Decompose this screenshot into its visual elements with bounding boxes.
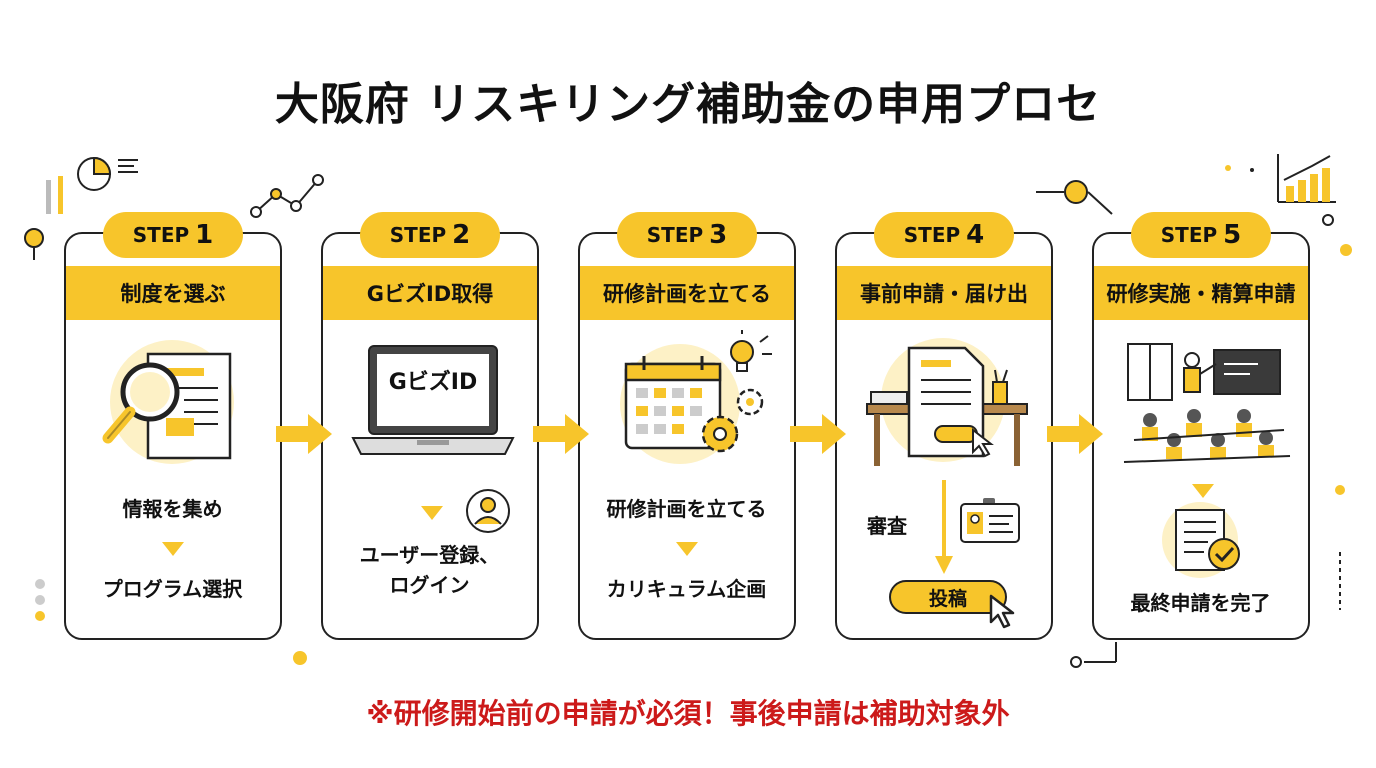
connector-dot-icon bbox=[1036, 180, 1113, 215]
laptop-screen-label: GビズID bbox=[388, 370, 478, 395]
step-1-line-1: 情報を集め bbox=[122, 497, 223, 521]
step-4-number: 4 bbox=[966, 220, 985, 250]
step-1-heading: 制度を選ぶ bbox=[66, 266, 280, 320]
submit-button[interactable]: 投稿 bbox=[889, 580, 1007, 614]
step-2-heading: GビズID取得 bbox=[323, 266, 537, 320]
step-1-down-triangle bbox=[162, 542, 184, 556]
pie-chart-icon bbox=[46, 156, 138, 214]
classroom-icon bbox=[1123, 343, 1291, 463]
step-5-heading: 研修実施・精算申請 bbox=[1094, 266, 1308, 320]
arrow-right-icon bbox=[790, 414, 846, 454]
step-5-badge: STEP 5 bbox=[1131, 212, 1271, 258]
magnifier-document-icon bbox=[102, 340, 234, 464]
step-4-card: STEP 4 事前申請・届け出 審査 投稿 bbox=[835, 212, 1053, 640]
warning-note: ※研修開始前の申請が必須！事後申請は補助対象外 bbox=[366, 697, 1010, 730]
step-2-down-triangle bbox=[421, 506, 443, 520]
right-dash-icon bbox=[1335, 485, 1345, 610]
cursor-icon bbox=[989, 594, 1015, 629]
step-2-number: 2 bbox=[452, 220, 471, 250]
bar-chart-icon bbox=[1277, 154, 1336, 203]
arrow-right-icon bbox=[533, 414, 589, 454]
step-3-down-triangle bbox=[676, 542, 698, 556]
id-badge-icon bbox=[960, 498, 1020, 543]
arrow-right-icon bbox=[276, 414, 332, 454]
side-dots-icon bbox=[1322, 214, 1352, 256]
completed-checklist-icon bbox=[1162, 502, 1240, 578]
step-2-line-2: ログイン bbox=[389, 573, 470, 597]
step-2-badge: STEP 2 bbox=[360, 212, 500, 258]
step-3-line-2: カリキュラム企画 bbox=[606, 577, 767, 601]
step-3-word: STEP bbox=[646, 223, 704, 247]
step-3-line-1: 研修計画を立てる bbox=[606, 497, 767, 521]
laptop-icon bbox=[351, 345, 515, 455]
step-4-badge: STEP 4 bbox=[874, 212, 1014, 258]
step-5-word: STEP bbox=[1160, 223, 1218, 247]
step-1-badge: STEP 1 bbox=[103, 212, 243, 258]
step-5-card: STEP 5 研修実施・精算申請 最終申請を完了 bbox=[1092, 212, 1310, 640]
step-3-card: STEP 3 研修計画を立てる 研修計画を立てる カリキュラム企画 bbox=[578, 212, 796, 640]
step-5-number: 5 bbox=[1223, 220, 1242, 250]
step-1-card: STEP 1 制度を選ぶ 情報を集め プログラム選択 bbox=[64, 212, 282, 640]
line-graph-icon bbox=[250, 174, 324, 218]
left-dots-icon bbox=[35, 579, 45, 621]
step-4-down-arrow-icon bbox=[935, 480, 953, 574]
calendar-gear-lightbulb-icon bbox=[620, 330, 772, 464]
step-2-card: STEP 2 GビズID取得 GビズID ユーザー登録、 ログイン bbox=[321, 212, 539, 640]
step-1-number: 1 bbox=[195, 220, 214, 250]
user-avatar-icon bbox=[466, 489, 510, 533]
step-4-word: STEP bbox=[903, 223, 961, 247]
page-title: 大阪府 リスキリング補助金の申用プロセ bbox=[274, 79, 1102, 130]
sparkle-dot-icon bbox=[1225, 165, 1254, 172]
step-2-word: STEP bbox=[389, 223, 447, 247]
desk-document-icon bbox=[866, 338, 1028, 466]
bottom-connector-icon bbox=[1070, 642, 1117, 668]
step-1-word: STEP bbox=[132, 223, 190, 247]
step-3-number: 3 bbox=[709, 220, 728, 250]
step-5-line-1: 最終申請を完了 bbox=[1130, 591, 1271, 615]
step-4-line-1: 審査 bbox=[867, 514, 907, 538]
step-1-line-2: プログラム選択 bbox=[102, 577, 243, 601]
step-3-badge: STEP 3 bbox=[617, 212, 757, 258]
step-4-heading: 事前申請・届け出 bbox=[837, 266, 1051, 320]
bottom-dot-icon bbox=[293, 651, 307, 665]
dot-icon bbox=[24, 228, 44, 260]
step-5-down-triangle bbox=[1192, 484, 1214, 498]
step-3-heading: 研修計画を立てる bbox=[580, 266, 794, 320]
step-2-line-1: ユーザー登録、 bbox=[359, 543, 500, 567]
arrow-right-icon bbox=[1047, 414, 1103, 454]
